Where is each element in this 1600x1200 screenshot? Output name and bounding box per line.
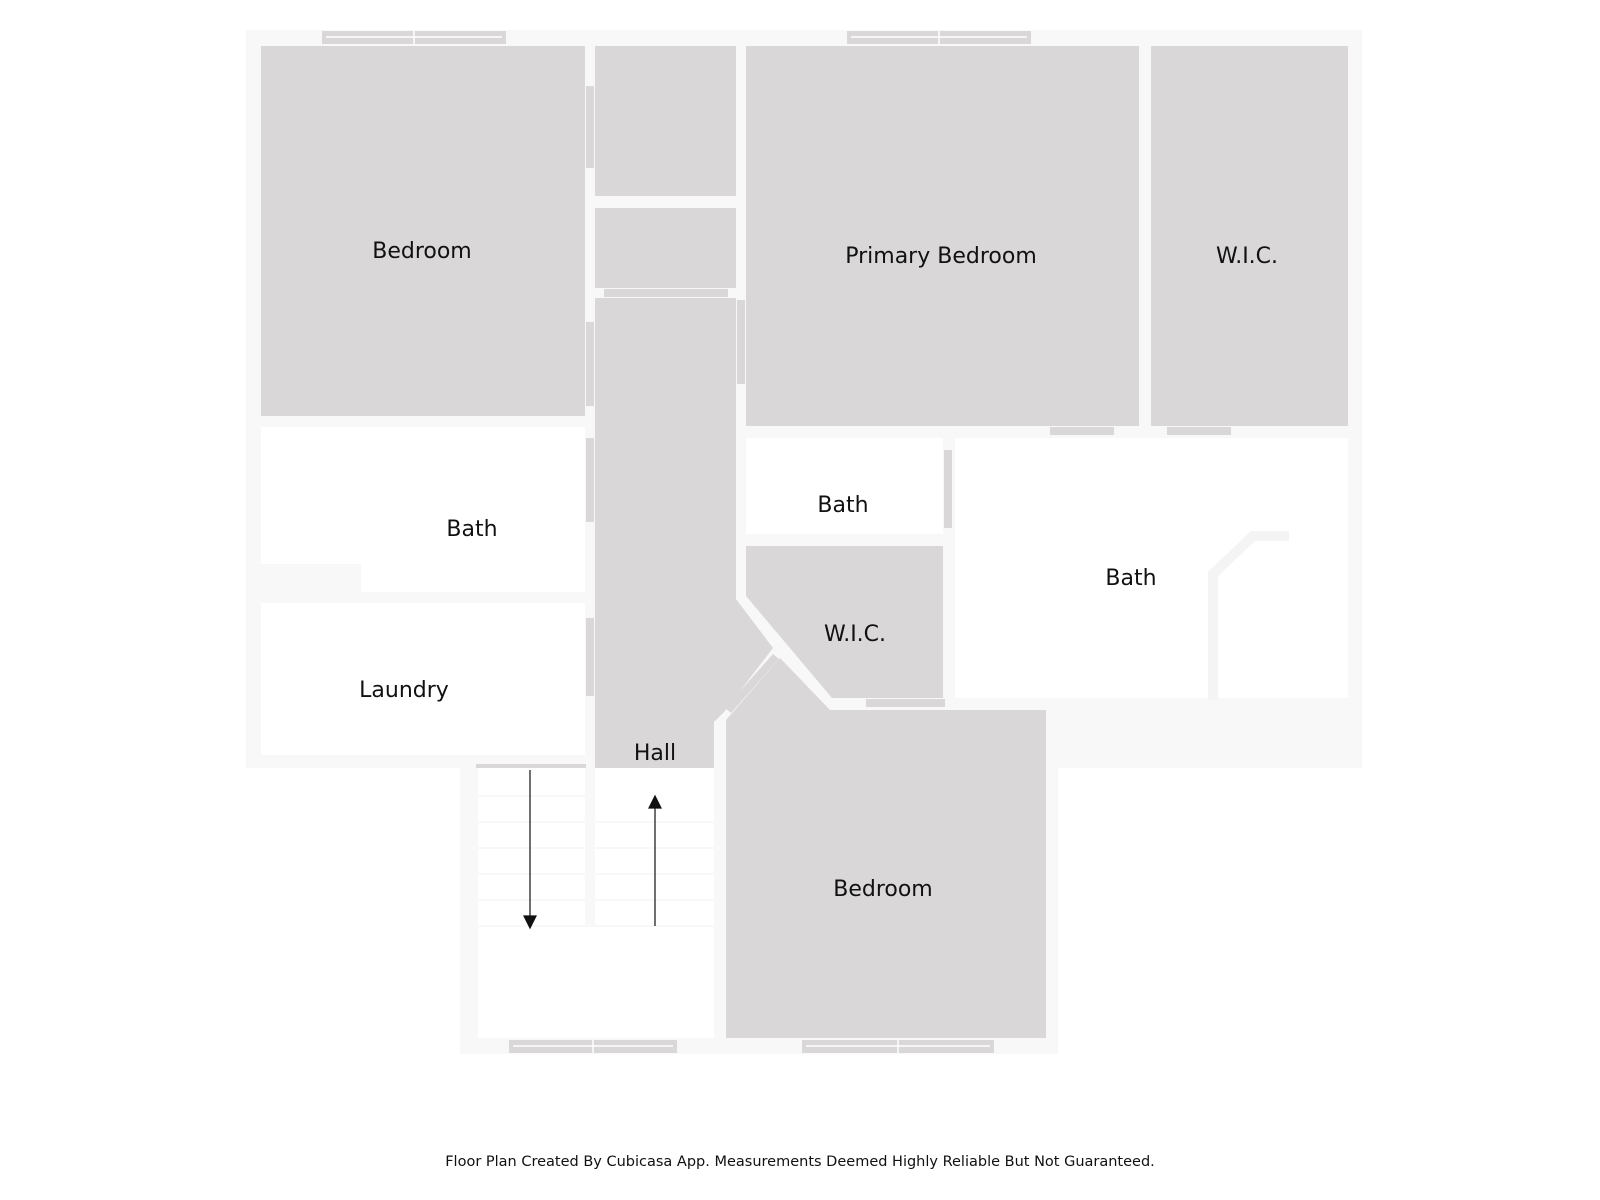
room-labels: Bedroom Primary Bedroom W.I.C. Bath Bath… xyxy=(359,239,1278,902)
doors xyxy=(476,86,1231,768)
label-bath-small: Bath xyxy=(817,493,868,518)
stair-divider xyxy=(585,768,595,926)
room-bedroom-nw xyxy=(261,46,585,416)
footer-disclaimer: Floor Plan Created By Cubicasa App. Meas… xyxy=(445,1154,1155,1170)
label-bath-west: Bath xyxy=(446,517,497,542)
shower-partition xyxy=(1208,531,1289,700)
room-bath-west-nook xyxy=(261,564,361,592)
label-laundry: Laundry xyxy=(359,678,449,703)
interior-walls xyxy=(585,298,746,768)
room-wic-center xyxy=(746,546,943,698)
label-bedroom-south: Bedroom xyxy=(833,877,933,902)
room-closet-lower xyxy=(595,208,736,288)
label-bedroom-nw: Bedroom xyxy=(372,239,472,264)
label-wic-center: W.I.C. xyxy=(824,622,886,647)
label-primary-bedroom: Primary Bedroom xyxy=(845,244,1037,269)
room-hall xyxy=(595,298,773,794)
room-bedroom-south xyxy=(726,658,1046,1038)
arrow-up-icon xyxy=(648,794,662,809)
stair-arrows xyxy=(523,770,662,930)
label-hall: Hall xyxy=(634,741,676,766)
room-closet-upper xyxy=(595,46,736,196)
room-wic-ne xyxy=(1151,46,1348,426)
room-bath-ensuite xyxy=(955,438,1348,698)
label-bath-ensuite: Bath xyxy=(1105,566,1156,591)
stair-treads xyxy=(478,795,714,927)
label-wic-ne: W.I.C. xyxy=(1216,244,1278,269)
arrow-down-icon xyxy=(523,915,537,930)
room-primary-bedroom xyxy=(746,46,1139,426)
room-laundry xyxy=(261,603,585,755)
stairs-area xyxy=(478,768,714,1038)
room-bath-small xyxy=(746,438,943,534)
rooms xyxy=(261,46,1348,1038)
window-glazing xyxy=(326,31,1027,1053)
room-bath-west xyxy=(261,427,585,592)
